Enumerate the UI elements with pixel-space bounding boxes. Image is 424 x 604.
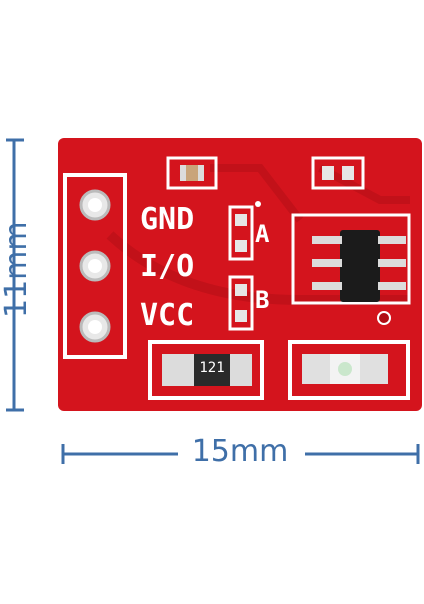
pin-header	[63, 173, 127, 359]
top-capacitor	[166, 156, 218, 190]
jumper-b	[228, 275, 254, 331]
silkscreen-a: A	[255, 220, 270, 248]
width-dimension-line	[61, 444, 420, 464]
height-dimension-line	[6, 138, 24, 412]
led	[288, 340, 410, 400]
silkscreen-vcc: VCC	[140, 298, 195, 333]
silkscreen-b: B	[255, 286, 270, 314]
height-label: 11mm	[0, 221, 34, 318]
top-right-pads	[311, 156, 365, 190]
width-label: 15mm	[191, 434, 289, 469]
resistor	[148, 340, 264, 400]
jumper-a	[228, 201, 261, 261]
silkscreen-io: I/O	[140, 249, 195, 284]
silkscreen-gnd: GND	[140, 202, 195, 237]
ic-chip	[291, 213, 411, 325]
resistor-code: 121	[199, 360, 225, 376]
